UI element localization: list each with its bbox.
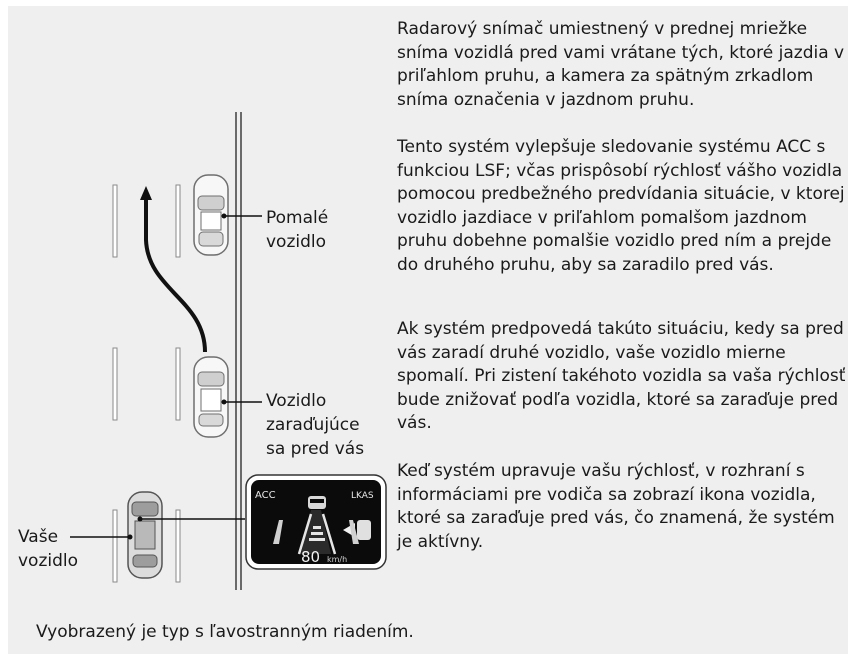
cutting-vehicle-car bbox=[193, 356, 229, 438]
road-illustration bbox=[70, 112, 262, 590]
paragraph-radar: Radarový snímač umiestnený v prednej mri… bbox=[397, 19, 845, 110]
lane-dash bbox=[112, 184, 118, 258]
slow-vehicle-car bbox=[193, 174, 229, 256]
paragraph-prediction: Ak systém predpovedá takúto situáciu, ke… bbox=[397, 319, 846, 433]
lane-dash bbox=[175, 347, 181, 421]
arrow-head bbox=[140, 186, 152, 200]
lkas-indicator: LKAS bbox=[351, 491, 374, 501]
slow-vehicle-label: Pomalé vozidlo bbox=[266, 208, 329, 252]
cutting-vehicle-label: Vozidlo zaraďujúce sa pred vás bbox=[266, 391, 365, 459]
lane-dash bbox=[112, 509, 118, 583]
description-column: Tento systém vylepšuje sledovanie systém… bbox=[397, 136, 849, 277]
lane-change-arrow bbox=[144, 198, 207, 353]
acc-indicator: ACC bbox=[255, 490, 276, 501]
description-column: Radarový snímač umiestnený v prednej mri… bbox=[397, 18, 849, 112]
lane-dash bbox=[175, 509, 181, 583]
speed-unit: km/h bbox=[327, 555, 347, 564]
driver-info-display: ACC LKAS 80 km/h bbox=[245, 474, 387, 570]
paragraph-display: Keď systém upravuje vašu rýchlosť, v roz… bbox=[397, 461, 835, 552]
paragraph-system: Tento systém vylepšuje sledovanie systém… bbox=[397, 137, 845, 275]
speed-readout: 80 bbox=[301, 548, 320, 566]
footer-note: Vyobrazený je typ s ľavostranným riadení… bbox=[36, 622, 414, 642]
lane-dash bbox=[112, 347, 118, 421]
lane-dash bbox=[175, 184, 181, 258]
your-vehicle-label: Vaše vozidlo bbox=[18, 527, 79, 571]
description-column: Keď systém upravuje vašu rýchlosť, v roz… bbox=[397, 460, 849, 554]
description-column: Ak systém predpovedá takúto situáciu, ke… bbox=[397, 318, 849, 436]
your-vehicle-car bbox=[127, 491, 163, 579]
